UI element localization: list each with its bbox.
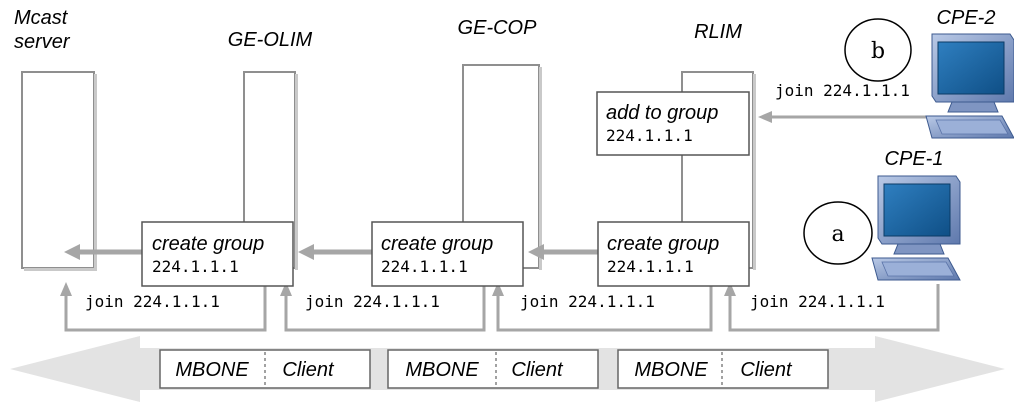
create-group-box-rlim: create group 224.1.1.1 — [597, 221, 750, 287]
create-group-address: 224.1.1.1 — [381, 257, 468, 276]
create-group-title: create group — [381, 233, 493, 255]
join-label-4: join 224.1.1.1 — [750, 292, 885, 311]
rlim-label: RLIM — [694, 21, 742, 43]
mbone-label: MBONE — [405, 359, 479, 381]
join-label-cpe2: join 224.1.1.1 — [775, 81, 910, 100]
mbone-client-box-3: MBONE Client — [617, 349, 829, 389]
add-to-group-box: add to group 224.1.1.1 — [596, 91, 750, 156]
marker-a-label: a — [831, 222, 844, 247]
client-label: Client — [740, 359, 793, 381]
mcast-server-label-line1: Mcast — [14, 7, 69, 29]
mcast-server-column — [21, 71, 97, 271]
mbone-label: MBONE — [175, 359, 249, 381]
cpe-1-label: CPE-1 — [885, 148, 944, 170]
cpe-2-label: CPE-2 — [937, 7, 996, 29]
create-group-box-ge-cop: create group 224.1.1.1 — [371, 221, 524, 287]
mbone-client-box-2: MBONE Client — [387, 349, 599, 389]
join-label-1: join 224.1.1.1 — [85, 292, 220, 311]
create-group-title: create group — [152, 233, 264, 255]
mbone-label: MBONE — [634, 359, 708, 381]
computer-icon — [871, 175, 961, 281]
create-group-arrows — [64, 244, 598, 260]
marker-b: b — [844, 18, 912, 82]
join-paths — [60, 268, 940, 332]
client-label: Client — [282, 359, 335, 381]
create-group-title: create group — [607, 233, 719, 255]
ge-cop-label: GE-COP — [458, 17, 538, 39]
join-label-3: join 224.1.1.1 — [520, 292, 655, 311]
ge-olim-label: GE-OLIM — [228, 29, 313, 51]
create-group-address: 224.1.1.1 — [152, 257, 239, 276]
computer-icon — [925, 33, 1014, 139]
mcast-server-label-line2: server — [14, 31, 71, 53]
marker-b-label: b — [871, 39, 885, 64]
create-group-address: 224.1.1.1 — [607, 257, 694, 276]
cpe2-join-arrow — [758, 111, 930, 123]
create-group-box-ge-olim: create group 224.1.1.1 — [141, 221, 294, 287]
client-label: Client — [511, 359, 564, 381]
marker-a: a — [803, 201, 873, 265]
add-to-group-address: 224.1.1.1 — [606, 126, 693, 145]
join-label-2: join 224.1.1.1 — [305, 292, 440, 311]
add-to-group-title: add to group — [606, 102, 718, 124]
mbone-client-box-1: MBONE Client — [159, 349, 371, 389]
